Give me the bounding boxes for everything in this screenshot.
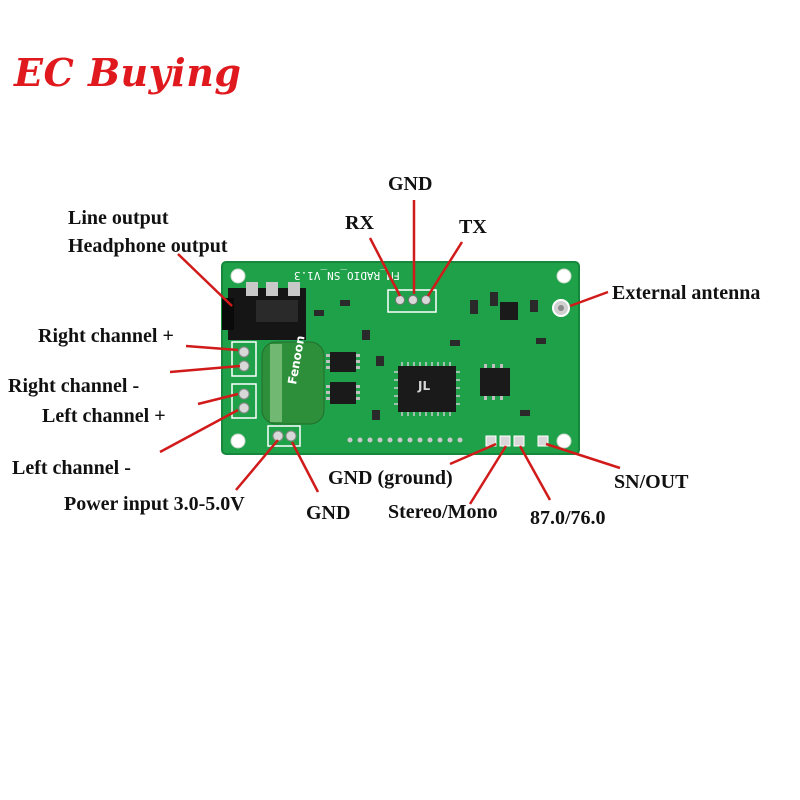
- amplifier-chip: [330, 382, 356, 404]
- mounting-hole: [230, 268, 246, 284]
- label-band: 87.0/76.0: [530, 507, 606, 529]
- headphone-jack: [222, 282, 306, 340]
- label-power-input: Power input 3.0-5.0V: [64, 493, 245, 515]
- via-row: [347, 437, 463, 443]
- silkscreen-label: FM_RADIO_SN_V1.3: [294, 269, 400, 282]
- mounting-hole: [556, 433, 572, 449]
- label-tx: TX: [459, 216, 487, 238]
- label-external-antenna: External antenna: [612, 282, 761, 304]
- capacitor: Fenoon: [261, 334, 325, 425]
- smd-components: [314, 292, 546, 420]
- label-left-channel-plus: Left channel +: [42, 405, 166, 427]
- main-chip: JL: [394, 362, 460, 416]
- leader-right-minus: [169, 364, 241, 374]
- leader-tx: [426, 241, 464, 297]
- sot-chip: [500, 302, 518, 320]
- leader-left-plus: [197, 392, 239, 406]
- leader-gnd-power: [290, 441, 320, 493]
- label-right-channel-minus: Right channel -: [8, 375, 140, 397]
- label-gnd-ground: GND (ground): [328, 467, 453, 489]
- amplifier-chip: [330, 352, 356, 372]
- leader-right-plus: [185, 344, 239, 352]
- label-rx: RX: [345, 212, 374, 234]
- label-gnd-power: GND: [306, 502, 351, 524]
- label-stereo-mono: Stereo/Mono: [388, 501, 498, 523]
- audio-pads: [231, 341, 257, 419]
- leader-sn-out: [545, 442, 621, 470]
- mounting-hole: [230, 433, 246, 449]
- leader-left-minus: [159, 408, 239, 454]
- uart-header: [387, 289, 437, 313]
- power-pads: [267, 425, 301, 447]
- svg-text:JL: JL: [417, 379, 430, 393]
- leader-rx: [368, 237, 402, 297]
- leader-band: [518, 445, 552, 501]
- mounting-hole: [556, 268, 572, 284]
- leader-gnd-ground: [449, 442, 497, 466]
- label-right-channel-plus: Right channel +: [38, 325, 174, 347]
- label-gnd-top: GND: [388, 173, 433, 195]
- antenna-pad: [552, 299, 570, 317]
- secondary-chip: [480, 364, 510, 400]
- leader-stereo-mono: [468, 445, 508, 505]
- brand-logo: EC Buying: [14, 50, 242, 95]
- label-line-output: Line output: [68, 207, 169, 229]
- label-headphone-output: Headphone output: [68, 235, 228, 257]
- label-sn-out: SN/OUT: [614, 471, 689, 493]
- leader-lines: [159, 200, 621, 505]
- label-left-channel-minus: Left channel -: [12, 457, 131, 479]
- leader-antenna: [569, 290, 609, 308]
- leader-power: [235, 439, 279, 491]
- leader-headphone: [177, 253, 233, 307]
